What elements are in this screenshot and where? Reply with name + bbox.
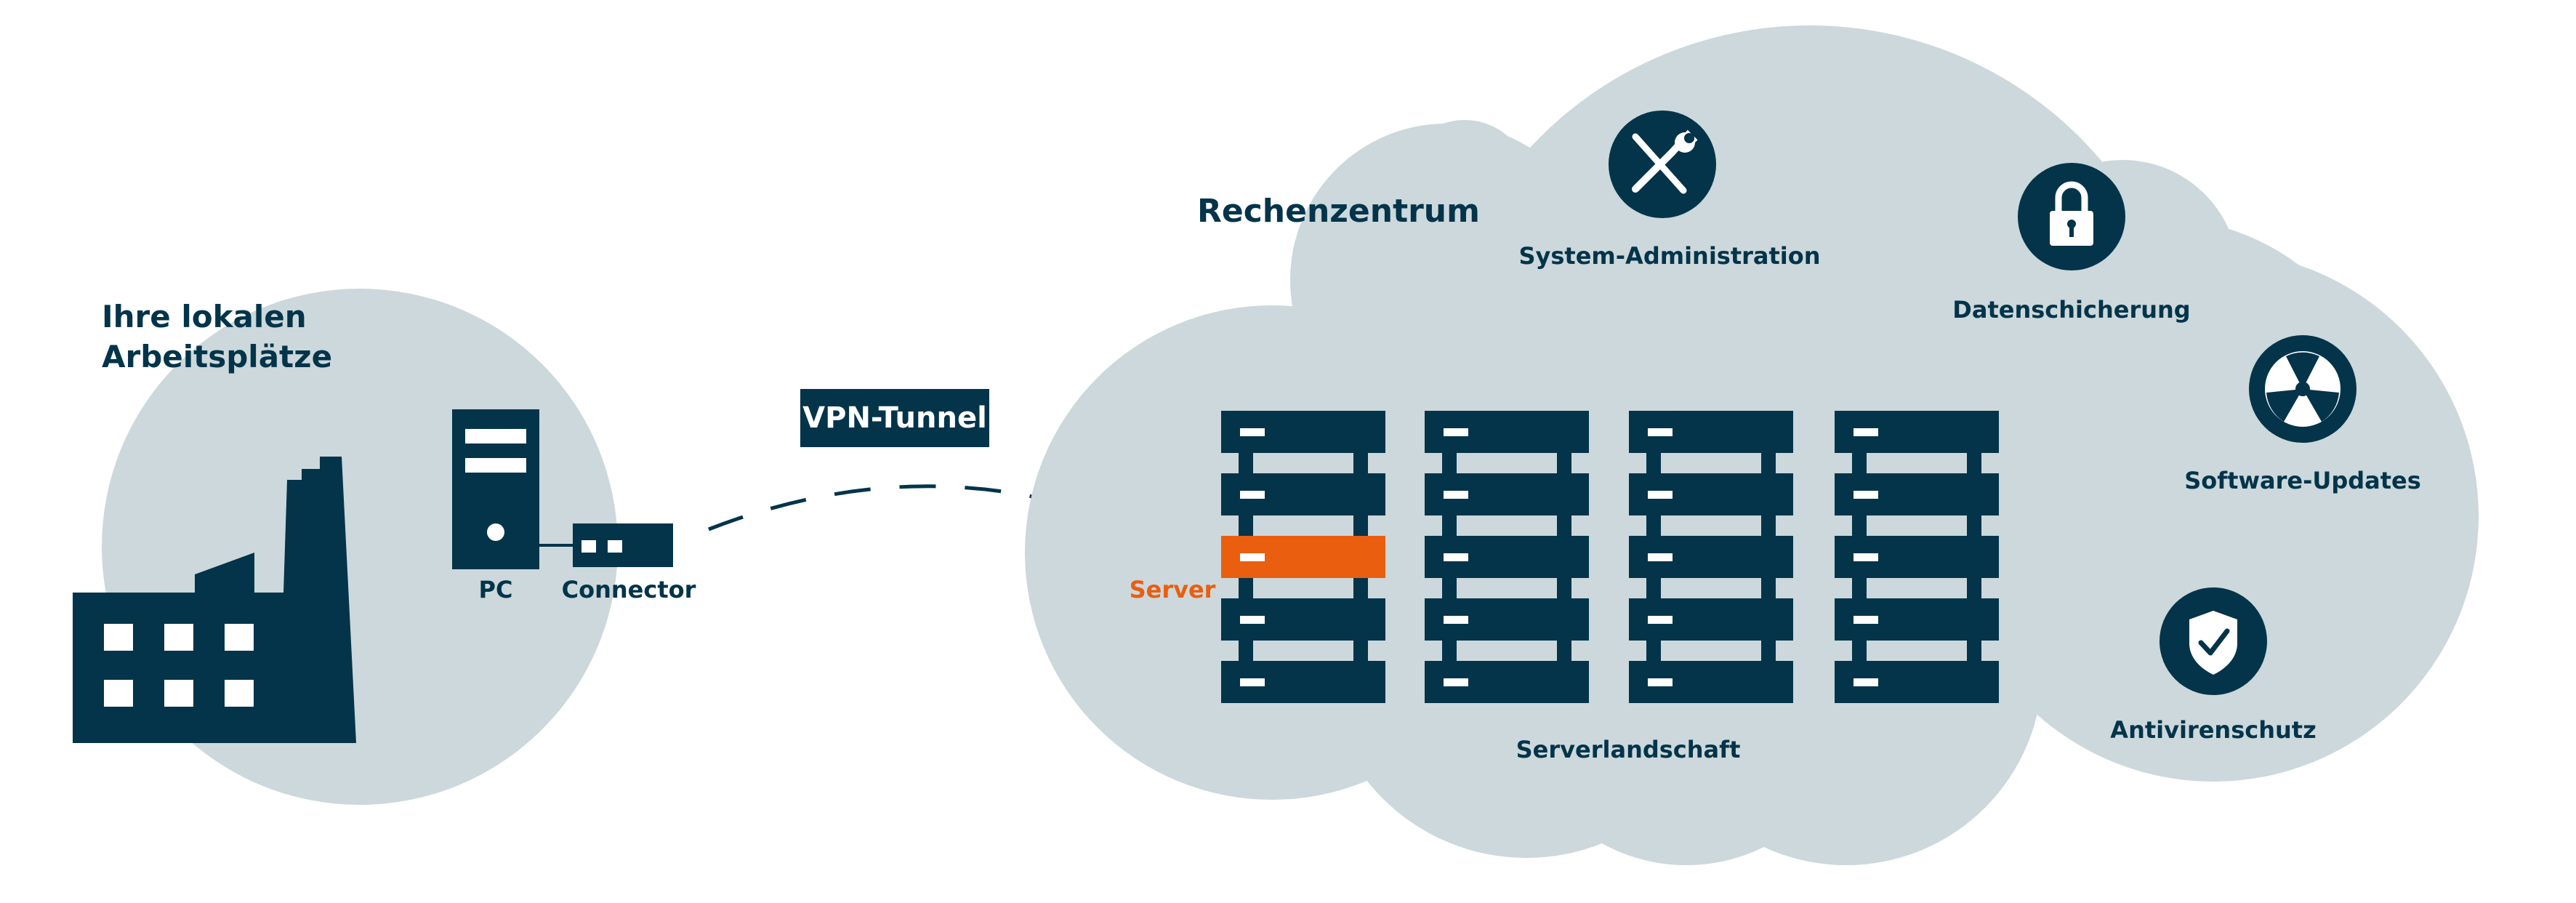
vpn-tunnel-badge [800, 389, 989, 447]
local-area-title-line1: Ihre lokalen [102, 299, 307, 334]
wrench-screwdriver-icon [1609, 111, 1716, 218]
shield-check-icon [2160, 587, 2267, 695]
server-rack [1835, 411, 1999, 703]
server-led [1240, 553, 1265, 561]
service-system-administration: System-Administration [1518, 111, 1821, 270]
server-rack [1629, 411, 1793, 703]
service-label: System-Administration [1518, 242, 1820, 270]
server-led [1444, 428, 1468, 436]
server-led [1648, 553, 1673, 561]
server-led [1853, 491, 1878, 499]
server-led [1853, 428, 1878, 436]
local-area: Ihre lokalen Arbeitsplätze PC Connec [73, 289, 696, 805]
service-label: Datenschicherung [1952, 296, 2190, 324]
service-datenschicherung: Datenschicherung [1952, 163, 2191, 324]
server-led [1853, 553, 1878, 561]
service-software-updates: Software-Updates [2184, 335, 2421, 494]
server-led [1853, 678, 1878, 686]
server-rack [1425, 411, 1589, 703]
server-led [1444, 678, 1468, 686]
server-led [1240, 491, 1265, 499]
service-label: Antivirenschutz [2110, 716, 2316, 744]
server-led [1853, 616, 1878, 624]
datacenter-title: Rechenzentrum [1197, 193, 1480, 230]
factory-icon [73, 457, 356, 743]
service-antivirenschutz: Antivirenschutz [2110, 587, 2317, 744]
server-led [1648, 491, 1673, 499]
server-led [1648, 616, 1673, 624]
lock-icon [2018, 163, 2125, 270]
local-area-title-line2: Arbeitsplätze [102, 339, 332, 374]
server-led [1444, 553, 1468, 561]
server-led [1648, 428, 1673, 436]
connector-icon [573, 523, 673, 567]
vpn-tunnel-path [708, 484, 1135, 531]
datacenter-cloud [1025, 25, 2479, 865]
vpn-tunnel: VPN-Tunnel [708, 389, 1178, 544]
connector-label: Connector [562, 576, 696, 603]
server-led [1240, 616, 1265, 624]
server-farm [1221, 411, 1999, 703]
pc-tower-icon [452, 409, 539, 569]
service-label: Software-Updates [2184, 467, 2421, 494]
vpn-tunnel-label: VPN-Tunnel [802, 401, 987, 435]
server-label: Server [1130, 576, 1216, 603]
server-led [1240, 428, 1265, 436]
server-led [1648, 678, 1673, 686]
server-rack [1221, 411, 1385, 703]
server-led [1444, 616, 1468, 624]
pc-label: PC [479, 576, 513, 603]
server-led [1240, 678, 1265, 686]
datacenter: Rechenzentrum Server Serverlandschaft Sy… [1025, 25, 2479, 865]
serverfarm-label: Serverlandschaft [1516, 736, 1741, 763]
fan-icon [2249, 335, 2356, 443]
server-led [1444, 491, 1468, 499]
